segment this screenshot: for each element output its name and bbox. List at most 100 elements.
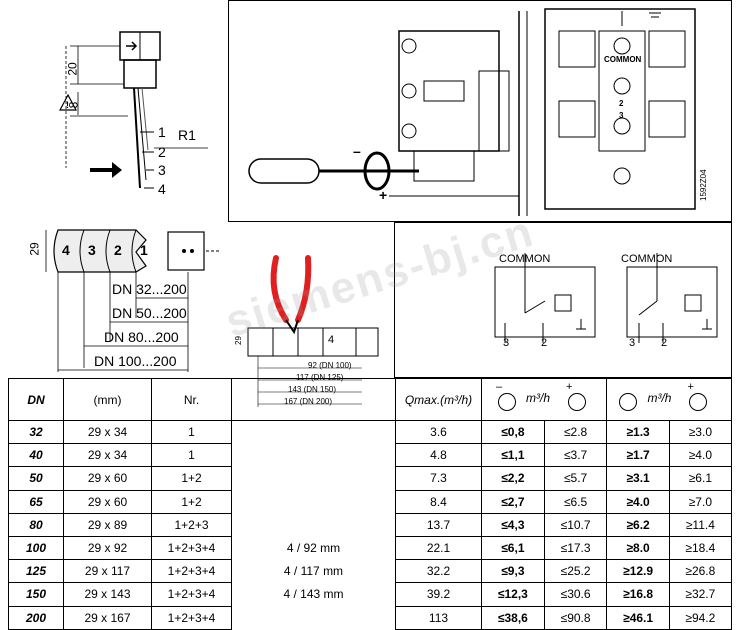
cell-q: 32.2 (395, 559, 482, 584)
cell-d: ≥26.8 (668, 559, 733, 584)
cell-q: 13.7 (395, 512, 482, 537)
cell-c: ≥1.7 (606, 443, 670, 468)
label-common-top: COMMON (604, 55, 642, 64)
cell-seg: 4 / 143 mm (231, 582, 396, 606)
cell-a: ≤12,3 (481, 582, 545, 607)
cell-b: ≤10.7 (543, 512, 608, 537)
cell-q: 8.4 (395, 489, 482, 514)
cell-c: ≥12.9 (606, 559, 670, 584)
segment-1: 1 (140, 242, 148, 258)
cell-b: ≤30.6 (543, 582, 608, 607)
segment-4: 4 (62, 242, 70, 258)
dim-8: 8 (66, 101, 81, 109)
cell-nr: 1+2+3+4 (151, 559, 232, 584)
dim-117: 117 (DN 125) (296, 373, 344, 382)
cell-nr: 1+2+3+4 (151, 582, 232, 607)
cell-size: 29 x 92 (63, 535, 152, 561)
cell-c: ≥4.0 (606, 489, 670, 514)
cell-b: ≤25.2 (543, 559, 608, 584)
cell-a: ≤2,2 (481, 466, 545, 491)
cell-q: 7.3 (395, 466, 482, 491)
plus-2: + (687, 381, 694, 393)
cell-nr: 1+2+3 (151, 512, 232, 537)
cell-d: ≥6.1 (668, 466, 733, 491)
cell-size: 29 x 34 (63, 443, 152, 468)
screw-icon-2a (619, 393, 638, 411)
cell-dn: 80 (8, 512, 64, 537)
cut-segment-label: 4 (328, 334, 335, 346)
cell-dn: 50 (8, 466, 64, 491)
cell-q: 39.2 (395, 582, 482, 607)
plus-1: + (566, 381, 573, 393)
spec-table-header: DN (mm) Nr. Qmax.(m³/h) – m³/h + m³/h + (8, 378, 732, 421)
cell-size: 29 x 60 (63, 466, 152, 491)
dn-range-32: DN 32...200 (112, 281, 187, 297)
dim-20: 20 (65, 62, 80, 76)
cell-a: ≤6,1 (481, 535, 545, 561)
adjustment-svg (248, 8, 696, 216)
screw-icon-1b (568, 393, 586, 411)
cell-nr: 1 (151, 443, 232, 468)
svg-text:!: ! (66, 100, 69, 110)
wiring-panel: COMMON COMMON 3 2 3 2 (394, 222, 732, 378)
cell-c: ≥1.3 (606, 419, 670, 445)
cell-a: ≤2,7 (481, 489, 545, 514)
wiring-terminal-2-right: 2 (661, 337, 668, 349)
segment-height: 29 (27, 242, 42, 256)
dn-range-100: DN 100...200 (94, 353, 177, 369)
callout-1: 1 (158, 124, 166, 140)
cell-c: ≥6.2 (606, 512, 670, 537)
paddle-dimension-svg: ! (59, 31, 208, 189)
dn-range-80: DN 80...200 (104, 329, 179, 345)
unit-2: m³/h (647, 391, 672, 405)
cell-a: ≤9,3 (481, 559, 545, 584)
cell-size: 29 x 89 (63, 512, 152, 537)
cell-d: ≥11.4 (668, 512, 733, 537)
cell-b: ≤6.5 (543, 489, 608, 514)
label-terminal-3: 3 (619, 111, 624, 120)
minus-1: – (496, 381, 503, 393)
adjustment-panel: COMMON 2 3 – + 1592Z04 (228, 0, 732, 222)
minus-sign: – (353, 143, 361, 159)
cell-nr: 1+2 (151, 466, 232, 491)
paddle-dimension-drawing: ! 20 8 1 2 3 4 R1 (8, 0, 228, 222)
header-qmax: Qmax.(m³/h) (395, 378, 482, 421)
cell-a: ≤4,3 (481, 512, 545, 537)
cell-d: ≥3.0 (668, 419, 733, 445)
cell-b: ≤2.8 (543, 419, 608, 445)
screw-icon-1a (498, 393, 516, 411)
callout-4: 4 (158, 181, 166, 197)
wiring-svg (494, 253, 718, 343)
spec-table: DN (mm) Nr. Qmax.(m³/h) – m³/h + m³/h + … (8, 378, 733, 630)
cell-dn: 32 (8, 419, 64, 445)
cell-c: ≥3.1 (606, 466, 670, 491)
header-segment (231, 378, 396, 421)
label-terminal-2: 2 (619, 99, 624, 108)
dim-92: 92 (DN 100) (308, 361, 352, 370)
cell-size: 29 x 60 (63, 489, 152, 514)
cell-b: ≤17.3 (543, 535, 608, 561)
cell-dn: 125 (8, 559, 64, 584)
segment-3: 3 (88, 242, 96, 258)
cell-a: ≤1,1 (481, 443, 545, 468)
cell-q: 4.8 (395, 443, 482, 468)
cell-nr: 1 (151, 419, 232, 445)
cell-size: 29 x 117 (63, 559, 152, 584)
cell-dn: 40 (8, 443, 64, 468)
label-r1: R1 (178, 127, 196, 143)
cell-nr: 1+2+3+4 (151, 535, 232, 561)
cell-b: ≤3.7 (543, 443, 608, 468)
cell-dn: 65 (8, 489, 64, 514)
cell-d: ≥7.0 (668, 489, 733, 514)
plus-sign: + (379, 187, 388, 203)
wiring-common-left: COMMON (499, 253, 551, 265)
cell-seg (231, 466, 396, 491)
dn-range-50: DN 50...200 (112, 305, 187, 321)
cell-dn: 150 (8, 582, 64, 607)
unit-1: m³/h (526, 391, 550, 405)
cell-dn: 100 (8, 535, 64, 561)
